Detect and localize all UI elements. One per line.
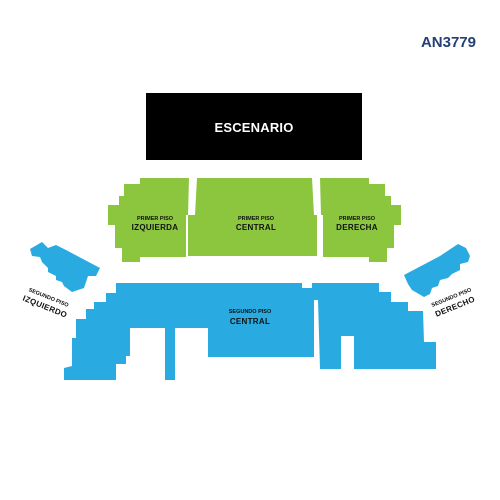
- section-segundo-piso-izquierdo[interactable]: SEGUNDO PISO IZQUIERDO: [21, 242, 100, 320]
- map-code: AN3779: [420, 34, 476, 51]
- section-primer-piso-central-shape[interactable]: [188, 178, 317, 256]
- section-primer-piso-central-level: PRIMER PISO: [238, 216, 275, 222]
- section-segundo-piso-izquierdo-shape[interactable]: [30, 242, 100, 292]
- section-primer-piso-derecha[interactable]: PRIMER PISO DERECHA: [320, 178, 401, 262]
- section-primer-piso-central[interactable]: PRIMER PISO CENTRAL: [188, 178, 317, 256]
- stage-label: ESCENARIO: [214, 120, 293, 135]
- section-primer-piso-central-name: CENTRAL: [236, 223, 276, 232]
- section-segundo-piso-central-level: SEGUNDO PISO: [229, 309, 272, 315]
- section-primer-piso-derecha-shape[interactable]: [320, 178, 401, 262]
- section-segundo-piso-central-name: CENTRAL: [230, 317, 270, 326]
- section-primer-piso-derecha-level: PRIMER PISO: [339, 216, 376, 222]
- section-primer-piso-izquierda-shape[interactable]: [108, 178, 189, 262]
- section-segundo-piso-derecho[interactable]: SEGUNDO PISO DERECHO: [404, 244, 476, 319]
- section-primer-piso-izquierda-name: IZQUIERDA: [132, 223, 179, 232]
- stage-block: [146, 93, 362, 160]
- section-segundo-piso-central-shape[interactable]: [64, 283, 436, 380]
- stage: ESCENARIO: [146, 93, 362, 160]
- section-primer-piso-izquierda-level: PRIMER PISO: [137, 216, 174, 222]
- section-segundo-piso-central[interactable]: SEGUNDO PISO CENTRAL: [64, 283, 436, 380]
- section-primer-piso-izquierda[interactable]: PRIMER PISO IZQUIERDA: [108, 178, 189, 262]
- section-segundo-piso-derecho-shape[interactable]: [404, 244, 470, 297]
- section-primer-piso-derecha-name: DERECHA: [336, 223, 378, 232]
